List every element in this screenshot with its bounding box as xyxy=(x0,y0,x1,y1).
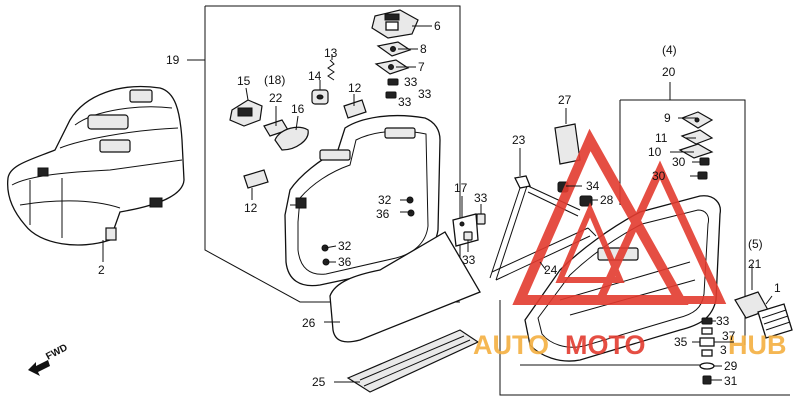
group-19-bracket xyxy=(205,5,461,300)
label-17: 17 xyxy=(454,181,468,195)
label-34: 34 xyxy=(586,179,600,193)
label-12-top: 12 xyxy=(348,81,362,95)
label-10: 10 xyxy=(648,145,662,159)
label-20: 20 xyxy=(662,65,676,79)
label-36-b: 36 xyxy=(338,255,352,269)
hardware-stack xyxy=(699,317,715,385)
label-8: 8 xyxy=(420,42,427,56)
screw-part-30 xyxy=(699,157,710,166)
label-33-a: 33 xyxy=(404,75,418,89)
lock-part-15 xyxy=(229,99,263,127)
label-14: 14 xyxy=(308,69,322,83)
label-4: (4) xyxy=(662,43,677,57)
label-33-e: 33 xyxy=(462,253,476,267)
latch-part-6 xyxy=(371,9,419,39)
label-3: 3 xyxy=(720,343,727,357)
label-33-c: 33 xyxy=(398,95,412,109)
pad-part-27 xyxy=(554,123,581,165)
label-2: 2 xyxy=(98,263,105,277)
part-12-lower xyxy=(243,169,269,189)
label-12-lower: 12 xyxy=(244,201,258,215)
fwd-label: FWD xyxy=(44,342,69,362)
watermark-logo: AUTO MOTO HUB xyxy=(473,128,787,360)
watermark-text-hub: HUB xyxy=(728,330,787,360)
group-20-bracket xyxy=(620,99,746,345)
watermark-text-moto: MOTO xyxy=(565,330,646,360)
label-26: 26 xyxy=(302,316,316,330)
label-22: 22 xyxy=(269,91,283,105)
label-30-a: 30 xyxy=(672,155,686,169)
label-36-a: 36 xyxy=(376,207,390,221)
spring-part-13 xyxy=(327,59,335,81)
label-1: 1 xyxy=(774,281,781,295)
label-33-b: 33 xyxy=(418,87,432,101)
label-24: 24 xyxy=(544,263,558,277)
label-7: 7 xyxy=(418,60,425,74)
part-labels: 2 19 6 8 7 33 33 33 13 14 15 (18) 22 16 … xyxy=(98,19,781,389)
label-33-f: 33 xyxy=(716,314,730,328)
label-23: 23 xyxy=(512,133,526,147)
fwd-arrow-icon: FWD xyxy=(28,342,70,376)
label-15: 15 xyxy=(237,74,251,88)
screw-part-33 xyxy=(385,78,399,99)
label-18: (18) xyxy=(264,73,285,87)
label-32-b: 32 xyxy=(338,239,352,253)
saddlebag-assembly xyxy=(6,85,185,246)
label-32-a: 32 xyxy=(378,193,392,207)
label-29: 29 xyxy=(724,359,738,373)
label-13: 13 xyxy=(324,46,338,60)
inner-shell-part-19 xyxy=(284,114,441,287)
watermark-text-auto: AUTO xyxy=(473,330,549,360)
label-21: 21 xyxy=(748,257,762,271)
label-30-b: 30 xyxy=(652,169,666,183)
cover-part-16 xyxy=(274,126,309,151)
liner-part-26 xyxy=(329,231,481,343)
plate-part-10 xyxy=(678,143,714,159)
label-16: 16 xyxy=(291,102,305,116)
mat-part-25 xyxy=(346,329,480,393)
plate-part-11 xyxy=(680,129,714,145)
label-19: 19 xyxy=(166,53,180,67)
label-25: 25 xyxy=(312,375,326,389)
plate-part-17 xyxy=(452,213,479,247)
label-37: 37 xyxy=(722,329,736,343)
watermark-triangle-right xyxy=(593,160,727,304)
part-12-top xyxy=(343,99,367,119)
label-28: 28 xyxy=(600,193,614,207)
leader-lines xyxy=(102,25,773,383)
label-33-d: 33 xyxy=(474,191,488,205)
label-35: 35 xyxy=(674,335,688,349)
label-11: 11 xyxy=(655,131,668,145)
label-27: 27 xyxy=(558,93,572,107)
label-5: (5) xyxy=(748,237,763,251)
label-31: 31 xyxy=(724,374,738,388)
label-6: 6 xyxy=(434,19,441,33)
label-9: 9 xyxy=(664,111,671,125)
